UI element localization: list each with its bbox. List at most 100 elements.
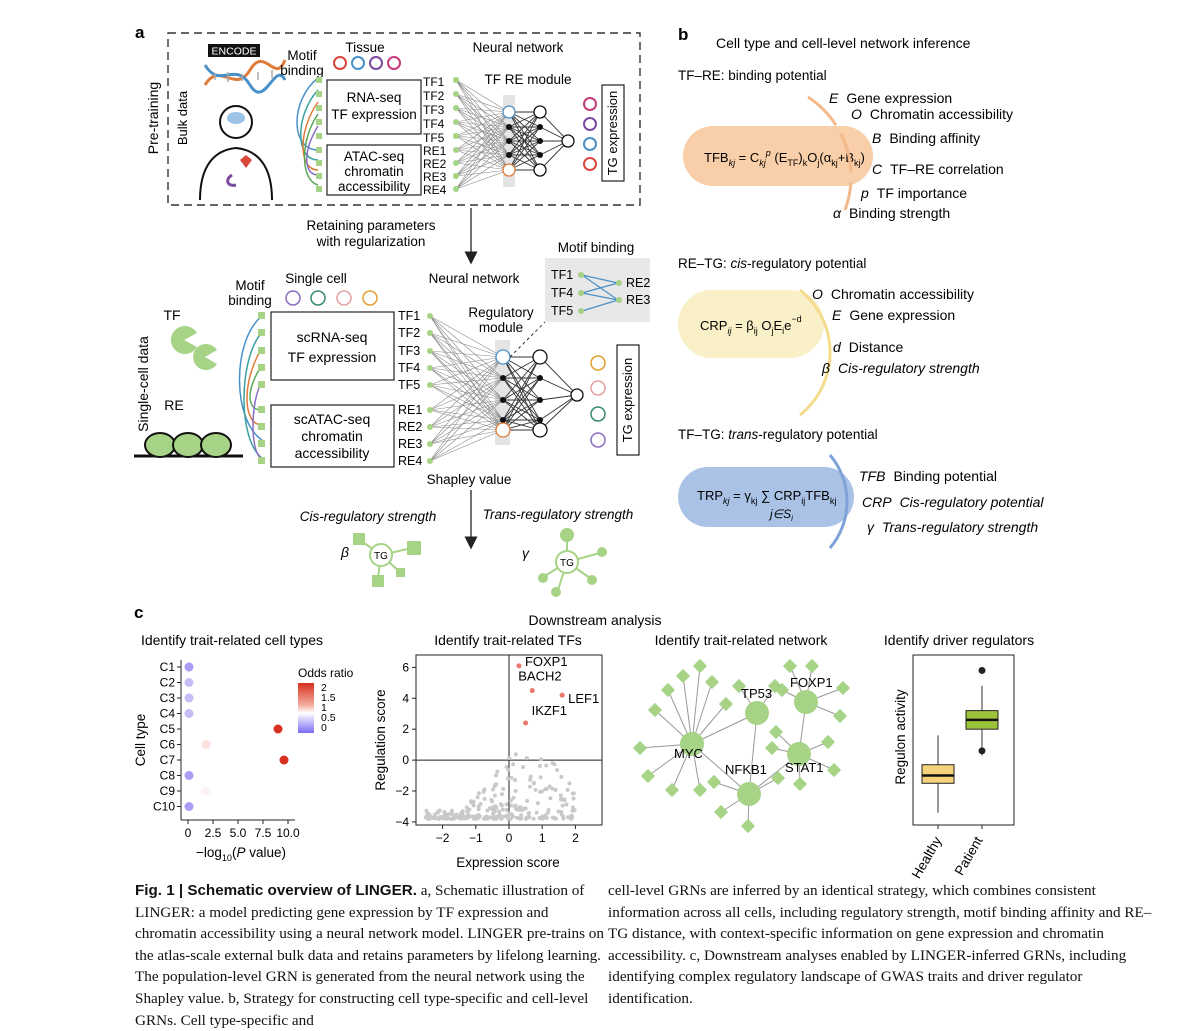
scatter-background-point: [466, 815, 471, 820]
trp-arc: [828, 454, 849, 549]
scatter-xlabel: Expression score: [456, 855, 560, 870]
dot-y-tick-label: C4: [160, 707, 176, 721]
scatter-background-point: [521, 765, 526, 770]
nn-edge: [508, 140, 541, 171]
subtitle-drivers: Identify driver regulators: [884, 632, 1034, 648]
input-node-marker: [258, 423, 265, 430]
panel-a-label: a: [135, 23, 145, 42]
nn-edge: [508, 126, 541, 171]
nn-hidden-dot: [500, 397, 506, 403]
scatter-background-point: [570, 805, 575, 810]
network-leaf-node: [770, 770, 786, 786]
scatter-background-point: [547, 784, 552, 789]
inset-re2: RE2: [626, 276, 650, 290]
scatter-point-label: FOXP1: [525, 654, 568, 669]
nn-edge: [429, 367, 504, 401]
scatter-background-point: [494, 814, 499, 819]
scatter-background-point: [511, 762, 516, 767]
dot-y-tick-label: C1: [160, 660, 176, 674]
tf-tg-heading: TF–TG: trans-regulatory potential: [678, 427, 878, 442]
input-node-marker: [316, 160, 322, 166]
figure-caption: Fig. 1 | Schematic overview of LINGER. a…: [135, 880, 1155, 1029]
input-node-markers: [258, 312, 265, 464]
nn-edge: [429, 356, 504, 462]
network-leaf-node: [804, 658, 820, 674]
figure-1: a Pre-training Bulk data ENCODE Motif bi…: [133, 23, 1044, 880]
network-leaf-node: [713, 804, 729, 820]
atacseq-title: ATAC-seq: [344, 149, 404, 164]
network-leaf-node: [764, 740, 780, 756]
sc-tf2-label: TF2: [398, 326, 420, 340]
boxplot-box: [921, 764, 955, 784]
scatter-background-point: [424, 808, 429, 813]
dot-point: [184, 678, 194, 687]
nn-edge: [429, 429, 504, 445]
scatter-background-point: [500, 807, 505, 812]
nn-edge: [455, 154, 510, 164]
nn-edge: [429, 356, 504, 411]
nn-edge: [455, 111, 510, 177]
nn-edge: [455, 121, 510, 128]
input-node-marker: [258, 457, 265, 464]
cell-icons: [285, 290, 378, 306]
nn-input-node: [427, 424, 433, 430]
tf2-label: TF2: [423, 89, 445, 103]
cis-tg-network: [353, 533, 421, 587]
rnaseq-subtitle: TF expression: [331, 107, 417, 122]
nn-edge: [539, 111, 569, 142]
nn-edge: [455, 140, 510, 164]
legend-tick-0-5: 0.5: [321, 712, 336, 724]
trp-formula-name: TRP: [697, 488, 723, 503]
crp-arc: [799, 288, 832, 417]
caption-column-1: Fig. 1 | Schematic overview of LINGER. a…: [135, 880, 605, 1031]
nn-hidden-dot: [537, 375, 543, 381]
nn-edge: [429, 377, 504, 462]
scatter-background-point: [433, 812, 438, 817]
network-leaf-node: [706, 774, 722, 790]
boxplot-outlier: [978, 666, 986, 674]
scatter-background-point: [460, 809, 465, 814]
scatter-background-point: [506, 776, 511, 781]
dot-point: [201, 740, 211, 749]
retain-label-2: with regularization: [316, 234, 426, 249]
scatter-background-point: [481, 789, 486, 794]
scatter-point-label: LEF1: [568, 691, 599, 706]
intestine-icon: [226, 173, 237, 187]
nn-edge: [429, 367, 504, 431]
network-hub-label: STAT1: [785, 760, 824, 775]
nn-edge: [455, 111, 510, 123]
scatter-highlight-point: [523, 720, 529, 726]
scatter-background-point: [449, 811, 454, 816]
scatter-x-tick-label: −2: [436, 831, 450, 845]
nn-edge: [429, 356, 504, 445]
regulatory-module-label-2: module: [479, 320, 523, 335]
scatter-background-point: [560, 803, 565, 808]
scatacseq-box: [270, 404, 395, 468]
nn-input-node: [427, 348, 433, 354]
nn-edge: [455, 107, 510, 128]
dot-y-tick-label: C10: [153, 800, 175, 814]
nn-hidden-dot: [506, 124, 512, 130]
scatter-background-point: [509, 812, 514, 817]
neural-network-label-top: Neural network: [473, 40, 564, 55]
scatter-background-point: [504, 807, 509, 812]
input-node-marker: [316, 147, 322, 153]
crp-formula-name: CRP: [700, 318, 727, 333]
network-hub-label: MYC: [674, 746, 703, 761]
nn-edge: [455, 111, 510, 190]
nn-edge: [429, 350, 504, 358]
scatter-x-tick-label: −1: [469, 831, 483, 845]
nn-edge: [502, 399, 541, 421]
boxplot-ylabel: Regulon activity: [893, 689, 908, 785]
scatter-highlight-point: [559, 692, 565, 698]
dot-point: [184, 802, 194, 811]
scatter-y-tick-label: −2: [395, 784, 409, 798]
cis-strength-label: Cis-regulatory strength: [300, 509, 437, 524]
sc-tf3-label: TF3: [398, 344, 420, 358]
scatter-background-point: [562, 797, 567, 802]
tissue-label: Tissue: [345, 40, 384, 55]
